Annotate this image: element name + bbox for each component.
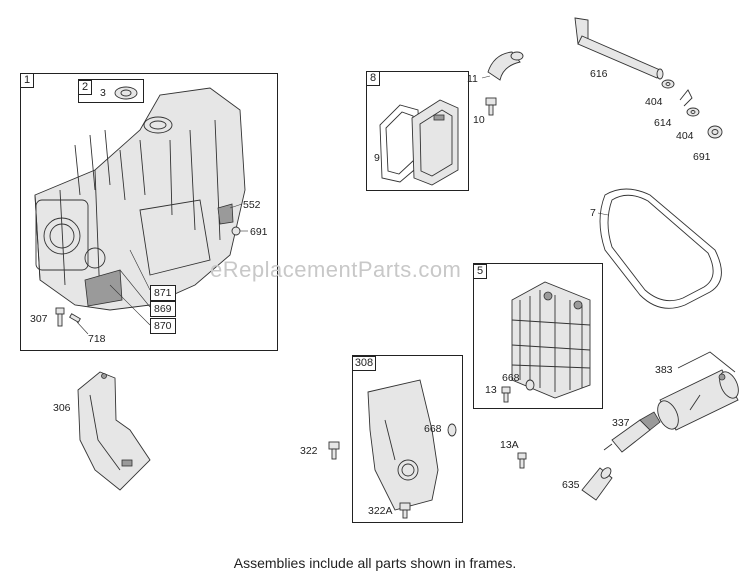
washer-icon xyxy=(525,379,535,391)
label-337: 337 xyxy=(612,417,630,429)
screw-icon xyxy=(517,452,527,469)
label-404-upper: 404 xyxy=(645,96,663,108)
screw-icon xyxy=(501,386,511,403)
pin-icon xyxy=(679,89,693,107)
muffler-icon xyxy=(657,351,739,431)
screw-icon xyxy=(328,441,340,460)
label-9: 9 xyxy=(374,152,380,164)
seal-icon xyxy=(114,86,138,100)
gasket-kit-icon xyxy=(379,99,459,186)
label-306: 306 xyxy=(53,402,71,414)
screw-icon xyxy=(55,307,65,327)
label-7: 7 xyxy=(590,207,596,219)
label-322a: 322A xyxy=(368,505,393,517)
washer-icon xyxy=(686,107,700,117)
label-718: 718 xyxy=(88,333,106,345)
label-13: 13 xyxy=(485,384,497,396)
label-870: 870 xyxy=(150,318,176,334)
label-668-shield: 668 xyxy=(424,423,442,435)
spark-plug-icon xyxy=(603,411,661,453)
screw-icon xyxy=(485,97,497,116)
breather-tube-icon xyxy=(487,51,524,81)
label-404-lower: 404 xyxy=(676,130,694,142)
washer-icon xyxy=(661,79,675,89)
cylinder-head-icon xyxy=(511,281,591,399)
label-616: 616 xyxy=(590,68,608,80)
label-691-block: 691 xyxy=(250,226,268,238)
frame-tag-cylinder-head: 5 xyxy=(473,264,487,279)
label-307: 307 xyxy=(30,313,48,325)
label-383: 383 xyxy=(655,364,673,376)
label-322: 322 xyxy=(300,445,318,457)
label-10: 10 xyxy=(473,114,485,126)
label-552: 552 xyxy=(243,199,261,211)
screw-icon xyxy=(399,502,411,519)
spark-plug-boot-icon xyxy=(581,467,613,501)
watermark: eReplacementParts.com xyxy=(210,257,462,282)
label-13a: 13A xyxy=(500,439,519,451)
label-668-head: 668 xyxy=(502,372,520,384)
frame-tag-block: 1 xyxy=(20,73,34,88)
governor-shaft-icon xyxy=(574,17,664,80)
label-869: 869 xyxy=(150,301,176,317)
washer-icon xyxy=(447,423,457,437)
frame-tag-gasket-kit: 8 xyxy=(366,71,380,86)
crankcase-gasket-icon xyxy=(599,188,722,309)
cylinder-shield-icon xyxy=(77,371,151,491)
label-635: 635 xyxy=(562,479,580,491)
label-614: 614 xyxy=(654,117,672,129)
label-11: 11 xyxy=(467,73,478,85)
label-691-seal: 691 xyxy=(693,151,711,163)
label-871: 871 xyxy=(150,285,176,301)
label-3: 3 xyxy=(100,87,106,99)
cylinder-block-icon xyxy=(34,87,246,311)
pin-icon xyxy=(69,313,81,323)
frame-tag-shield: 308 xyxy=(352,356,376,371)
plug-icon xyxy=(231,226,241,236)
footer-note: Assemblies include all parts shown in fr… xyxy=(233,555,517,571)
frame-tag-seal: 2 xyxy=(78,80,92,95)
head-shield-icon xyxy=(367,379,439,511)
seal-icon xyxy=(707,125,723,139)
